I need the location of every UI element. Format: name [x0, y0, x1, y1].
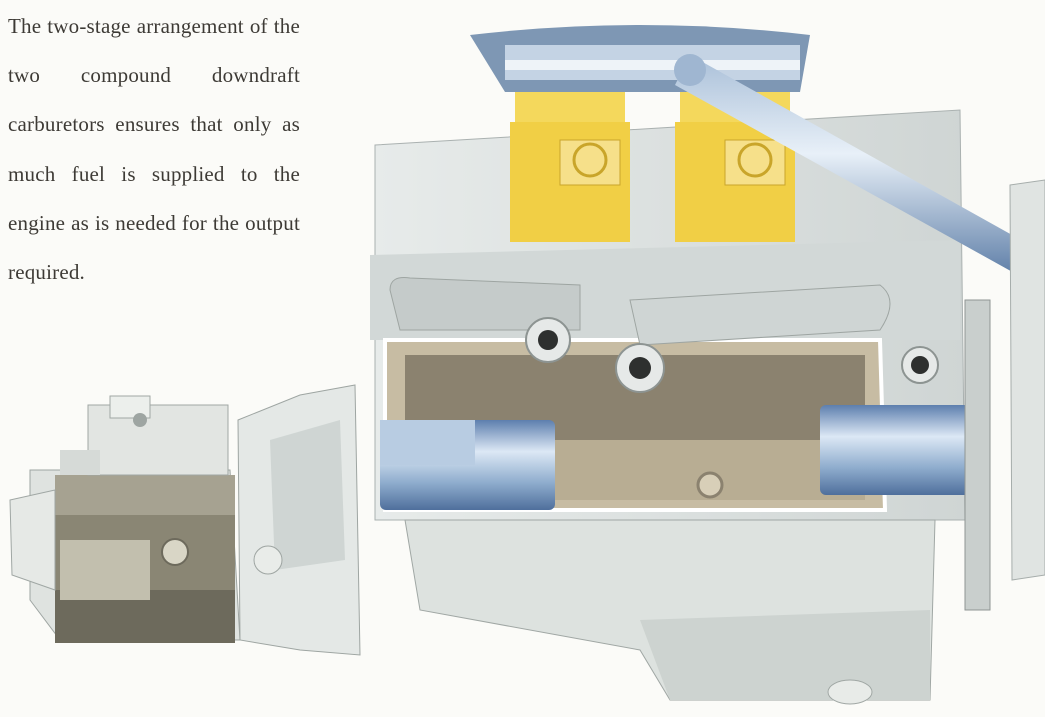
fan-pulley	[964, 179, 1045, 611]
caption-paragraph: The two-stage arrangement of the two com…	[8, 14, 300, 285]
oil-pan	[404, 519, 936, 705]
cylinder-right	[820, 405, 970, 495]
air-intake-pipe	[674, 54, 1030, 275]
cylinder-left	[380, 420, 555, 510]
manifold	[389, 277, 939, 393]
bell-housing	[237, 384, 361, 656]
gearbox	[9, 395, 241, 643]
air-filter	[470, 25, 810, 92]
caption-text: The two-stage arrangement of the two com…	[8, 2, 300, 297]
carburetor-left	[510, 92, 630, 242]
